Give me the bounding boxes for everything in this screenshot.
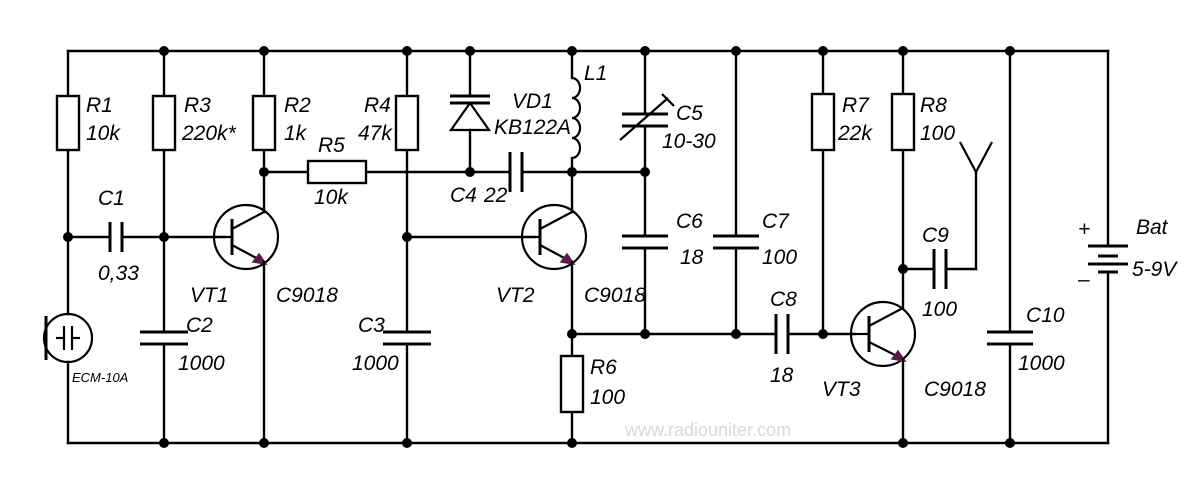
label-vt1-value: C9018 [276,284,338,307]
label-vt3-value: C9018 [924,378,986,401]
label-c8-value: 18 [770,364,794,387]
resistor-r8 [890,92,916,152]
capacitor-c6 [622,234,668,336]
label-c9-ref: C9 [922,224,949,247]
capacitor-c4 [508,152,647,192]
label-battery-ref: Bat [1136,216,1169,239]
label-r5-value: 10k [314,186,349,209]
label-c9-value: 100 [922,298,957,321]
inductor-l1 [570,49,582,214]
label-r8-value: 100 [920,122,955,145]
antenna-icon [959,141,993,173]
label-vt1-ref: VT1 [190,284,229,307]
label-vt2-value: C9018 [584,284,646,307]
label-l1-ref: L1 [584,62,607,85]
label-c10-ref: C10 [1026,304,1065,327]
label-battery-plus: + [1078,218,1090,241]
label-vd1-value: KB122A [494,116,571,139]
label-r4-ref: R4 [364,94,391,117]
label-c10-value: 1000 [1018,352,1065,375]
vt2-emitter-wires [570,260,778,445]
label-microphone: ECM-10A [72,370,128,385]
label-c5-value: 10-30 [662,130,716,153]
resistor-r7 [810,92,836,152]
label-r7-ref: R7 [842,94,870,117]
resistor-r2 [251,94,277,152]
label-battery-value: 5-9V [1132,258,1178,281]
resistor-r1 [55,94,81,152]
label-vt3-ref: VT3 [822,378,861,401]
label-r7-value: 22k [837,122,873,145]
label-c5-ref: C5 [676,102,703,125]
capacitor-c2 [140,330,188,346]
label-r4-value: 47k [358,122,393,145]
label-r2-ref: R2 [284,94,311,117]
transistor-vt1 [212,203,280,271]
capacitor-c9 [932,170,978,289]
transistor-vt3 [849,300,917,368]
label-r1-value: 10k [86,122,121,145]
label-r1-ref: R1 [86,94,113,117]
label-c1-ref: C1 [98,187,125,210]
junction-dots [63,46,1015,448]
label-r2-value: 1k [284,122,308,145]
resistor-r5 [306,159,368,185]
resistor-r4 [394,94,420,152]
trimmer-capacitor-c5 [619,49,675,238]
label-r6-value: 100 [590,386,625,409]
label-c6-value: 18 [680,246,704,269]
label-r3-ref: R3 [184,94,211,117]
capacitor-c8 [774,314,857,354]
label-c7-value: 100 [762,246,797,269]
label-c2-ref: C2 [186,314,213,337]
resistor-r6 [559,354,585,414]
label-r5-ref: R5 [318,134,345,157]
label-r8-ref: R8 [920,94,947,117]
battery [1088,244,1128,274]
capacitor-c1 [108,222,124,252]
label-vt2-ref: VT2 [496,284,535,307]
capacitor-c7 [713,49,759,336]
capacitor-c10 [987,49,1033,445]
label-c4-value: 22 [483,184,508,207]
label-c2-value: 1000 [178,352,225,375]
label-c3-ref: C3 [358,314,385,337]
label-c6-ref: C6 [676,210,703,233]
label-c7-ref: C7 [762,210,790,233]
capacitor-c3 [383,330,431,346]
vt3-wires [901,49,936,445]
varicap-diode-vd1 [448,49,492,174]
watermark: www.radiouniter.com [624,420,791,440]
label-r6-ref: R6 [590,356,617,379]
label-c4-ref: C4 [450,184,477,207]
label-c1-value: 0,33 [98,262,139,285]
label-battery-minus: – [1077,268,1090,291]
electret-microphone [42,312,94,364]
label-c3-value: 1000 [352,352,399,375]
label-vd1-ref: VD1 [512,90,553,113]
transistor-vt2 [520,203,588,271]
label-c8-ref: C8 [770,288,797,311]
label-r3-value: 220k* [181,122,237,145]
resistor-r3 [151,94,177,152]
